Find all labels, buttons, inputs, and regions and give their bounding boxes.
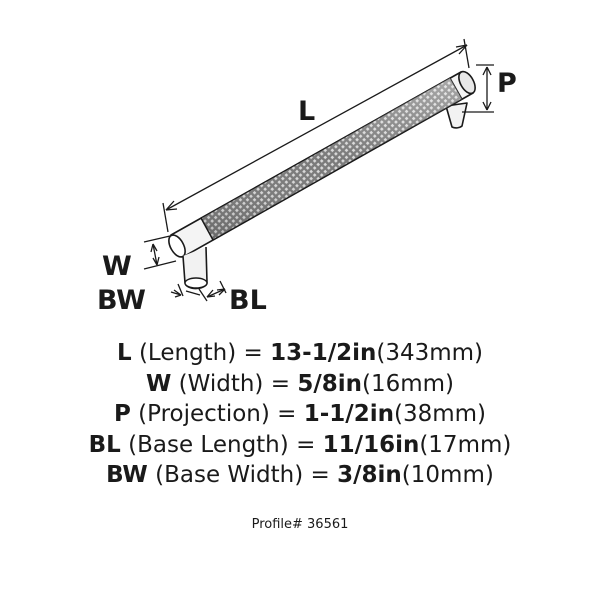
width-label: W [102,251,132,282]
profile-number: Profile# 36561 [251,517,349,532]
spec-description: (Base Length) [128,431,289,458]
spec-symbol: L [116,340,132,366]
spec-base-width: BW (Base Width) = 3/8in(10mm) [0,460,600,491]
spec-equals: = [296,431,316,458]
spec-description: (Projection) [138,401,270,427]
spec-equals: = [277,401,297,427]
spec-symbol: P [113,401,131,427]
dimension-specs: L (Length) = 13-1/2in(343mm) W (Width) =… [0,338,600,491]
pull-bar [168,70,476,258]
spec-equals: = [310,462,330,488]
spec-metric: (16mm) [362,370,455,397]
rear-post [445,102,468,129]
spec-projection: P (Projection) = 1-1/2in(38mm) [0,399,600,430]
spec-base-length: BL (Base Length) = 11/16in(17mm) [0,430,600,461]
projection-label: P [497,68,517,99]
projection-dimension [462,64,494,113]
spec-length: L (Length) = 13-1/2in(343mm) [0,338,600,369]
spec-symbol: BW [106,462,148,488]
spec-imperial: 5/8in [297,370,362,397]
spec-description: (Width) [178,370,264,397]
spec-width: W (Width) = 5/8in(16mm) [0,369,600,400]
base-width-label: BW [97,285,146,316]
spec-metric: (343mm) [376,340,484,366]
length-label: L [298,96,315,127]
base-length-label: BL [229,285,267,316]
spec-symbol: W [145,370,172,397]
spec-equals: = [270,370,291,397]
length-dimension [162,38,470,233]
spec-metric: (17mm) [419,431,512,458]
spec-description: (Base Width) [155,462,304,488]
width-dimension [143,235,177,270]
base-dimensions [170,280,227,302]
spec-imperial: 3/8in [337,462,402,488]
spec-metric: (38mm) [393,401,486,427]
spec-metric: (10mm) [401,462,494,488]
spec-description: (Length) [138,340,237,366]
spec-symbol: BL [88,431,121,458]
pull-dimension-diagram: L P W BW BL [97,38,517,316]
front-post [182,246,208,290]
spec-equals: = [243,340,263,366]
spec-imperial: 13-1/2in [270,340,377,366]
spec-imperial: 11/16in [322,431,420,458]
rear-end-cap [458,70,476,95]
spec-imperial: 1-1/2in [303,401,394,427]
